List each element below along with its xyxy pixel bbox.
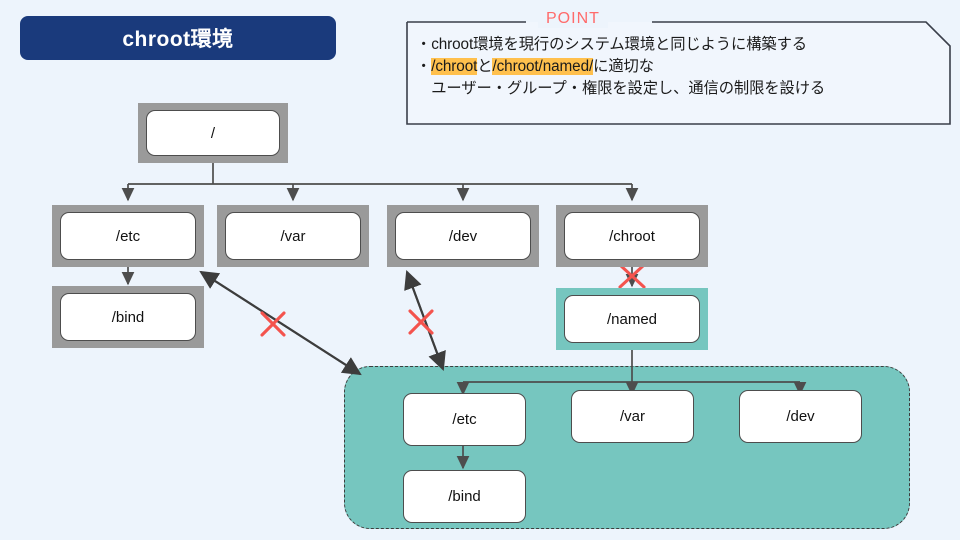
node-root[interactable]: / <box>138 103 288 163</box>
node-chroot-bind[interactable]: /bind <box>403 470 526 523</box>
red-x-dev-link <box>408 309 434 335</box>
node-face: /var <box>571 390 694 443</box>
point-line-2: ・/chrootと/chroot/named/に適切な <box>416 56 944 78</box>
point-seg: ・ <box>416 58 432 75</box>
point-line-3: ユーザー・グループ・権限を設定し、通信の制限を設ける <box>416 78 944 100</box>
point-seg: ・chroot環境を現行のシステム環境と同じように構築する <box>416 36 807 53</box>
point-text-block: ・chroot環境を現行のシステム環境と同じように構築する ・/chrootと/… <box>416 34 944 100</box>
node-label: /etc <box>115 227 141 245</box>
node-label: /var <box>619 408 645 425</box>
point-seg-highlight: /chroot <box>431 58 478 75</box>
node-label: / <box>210 124 216 142</box>
slide-title-text: chroot環境 <box>122 28 234 51</box>
node-label: /bind <box>448 488 481 505</box>
point-seg: と <box>477 58 493 75</box>
node-named[interactable]: /named <box>556 288 708 350</box>
node-host-etc[interactable]: /etc <box>52 205 204 267</box>
point-seg-highlight: /chroot/named/ <box>492 58 594 75</box>
node-label: /etc <box>452 411 477 428</box>
node-label: /dev <box>448 227 478 245</box>
node-host-chroot[interactable]: /chroot <box>556 205 708 267</box>
node-host-bind[interactable]: /bind <box>52 286 204 348</box>
node-chroot-dev[interactable]: /dev <box>739 390 862 443</box>
node-face: /named <box>564 295 700 343</box>
red-x-etc-link <box>260 311 286 337</box>
node-face: /dev <box>395 212 531 260</box>
node-label: /var <box>280 227 306 245</box>
node-face: /etc <box>403 393 526 446</box>
node-chroot-etc[interactable]: /etc <box>403 393 526 446</box>
node-face: /bind <box>60 293 196 341</box>
node-face: /bind <box>403 470 526 523</box>
node-label: /named <box>606 310 658 328</box>
point-callout: POINT ・chroot環境を現行のシステム環境と同じように構築する ・/ch… <box>406 10 951 125</box>
node-face: /var <box>225 212 361 260</box>
point-callout-frame <box>406 21 951 125</box>
point-seg: ユーザー・グループ・権限を設定し、通信の制限を設ける <box>416 80 826 97</box>
node-chroot-var[interactable]: /var <box>571 390 694 443</box>
node-host-var[interactable]: /var <box>217 205 369 267</box>
red-x-chroot-named-link <box>618 263 646 289</box>
point-label: POINT <box>538 10 608 28</box>
point-seg: に適切な <box>593 58 654 75</box>
node-host-dev[interactable]: /dev <box>387 205 539 267</box>
point-line-1: ・chroot環境を現行のシステム環境と同じように構築する <box>416 34 944 56</box>
node-label: /bind <box>111 308 145 326</box>
node-label: /dev <box>786 408 815 425</box>
node-face: /chroot <box>564 212 700 260</box>
node-label: /chroot <box>609 227 655 245</box>
slide-title: chroot環境 <box>20 16 336 60</box>
blocked-link-etc <box>199 270 362 376</box>
blocked-link-dev <box>404 270 446 371</box>
node-face: / <box>146 110 280 156</box>
node-face: /dev <box>739 390 862 443</box>
node-face: /etc <box>60 212 196 260</box>
